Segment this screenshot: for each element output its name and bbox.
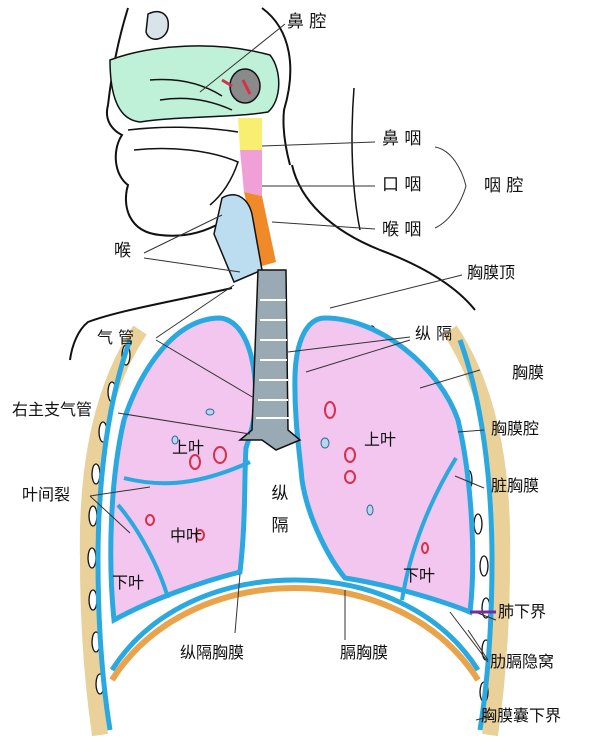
- oropharynx-region: [240, 150, 262, 196]
- tongue-outline: [133, 147, 239, 206]
- label-pleural-cavity: 胸膜腔: [491, 419, 540, 438]
- pulmonary-vessels: [145, 401, 429, 554]
- nasal-concha: [149, 78, 223, 97]
- label-visceral-pleura: 脏胸膜: [491, 476, 540, 495]
- tube-marker: [241, 79, 252, 95]
- label-pharynx: 咽 腔: [484, 176, 524, 196]
- label-middle-lobe: 中叶: [170, 526, 203, 545]
- horizontal-fissure: [123, 460, 251, 486]
- diaphragm: [109, 584, 481, 682]
- larynx-region: [213, 194, 263, 283]
- label-lower-lobe-left: 下叶: [403, 566, 436, 585]
- label-pleura: 胸膜: [512, 363, 545, 382]
- diaphragmatic-pleura-line: [109, 577, 481, 672]
- shoulder-outline: [69, 287, 233, 361]
- parietal-pleura-right: [457, 339, 495, 731]
- oblique-fissure-left: [400, 456, 458, 601]
- mediastinum-char-1: 纵: [271, 484, 289, 504]
- tube-arrow: [221, 78, 233, 88]
- nasopharynx-region: [238, 118, 262, 150]
- label-right-main-bronchus: 右主支气管: [12, 400, 93, 419]
- laryngopharynx-region: [244, 192, 276, 266]
- neck-outline-back: [291, 164, 476, 311]
- label-costodiaphragmatic-recess: 肋膈隐窝: [490, 652, 555, 671]
- label-mediastinum-top: 纵 隔: [415, 324, 453, 343]
- label-larynx: 喉: [114, 241, 131, 261]
- nasal-concha-lower: [159, 97, 233, 111]
- oblique-fissure-right: [116, 503, 170, 599]
- label-diaphragmatic-pleura: 膈胸膜: [340, 643, 389, 662]
- tracheal-rings: [256, 299, 290, 419]
- mediastinum-char-2: 隔: [271, 516, 289, 537]
- neck-contour: [351, 87, 361, 231]
- label-lower-lobe-right: 下叶: [112, 573, 145, 592]
- leader-lines: [89, 23, 497, 721]
- parietal-pleura-left: [95, 339, 133, 731]
- hard-palate: [127, 126, 239, 133]
- left-lung: [292, 315, 476, 616]
- label-nasal-cavity: 鼻 腔: [287, 12, 327, 32]
- label-pleura-lower-border: 胸膜囊下界: [481, 706, 562, 725]
- label-upper-lobe-left: 上叶: [364, 430, 397, 449]
- label-oropharynx: 口 咽: [382, 175, 422, 195]
- frontal-sinus: [145, 10, 169, 40]
- bronchioles: [171, 408, 374, 516]
- label-mediastinal-pleura: 纵隔胸膜: [180, 643, 245, 662]
- label-trachea: 气 管: [97, 328, 135, 347]
- face-profile-outline: [106, 7, 223, 237]
- chest-wall-right: [443, 325, 511, 737]
- label-fissure: 叶间裂: [22, 485, 71, 504]
- label-nasopharynx: 鼻 咽: [382, 129, 422, 149]
- label-laryngopharynx: 喉 咽: [382, 220, 422, 240]
- label-cervical-pleura: 胸膜顶: [467, 263, 516, 282]
- label-mediastinum-center: 纵隔: [270, 478, 290, 543]
- label-lung-lower-border: 肺下界: [498, 602, 547, 621]
- label-upper-lobe-right: 上叶: [172, 438, 205, 457]
